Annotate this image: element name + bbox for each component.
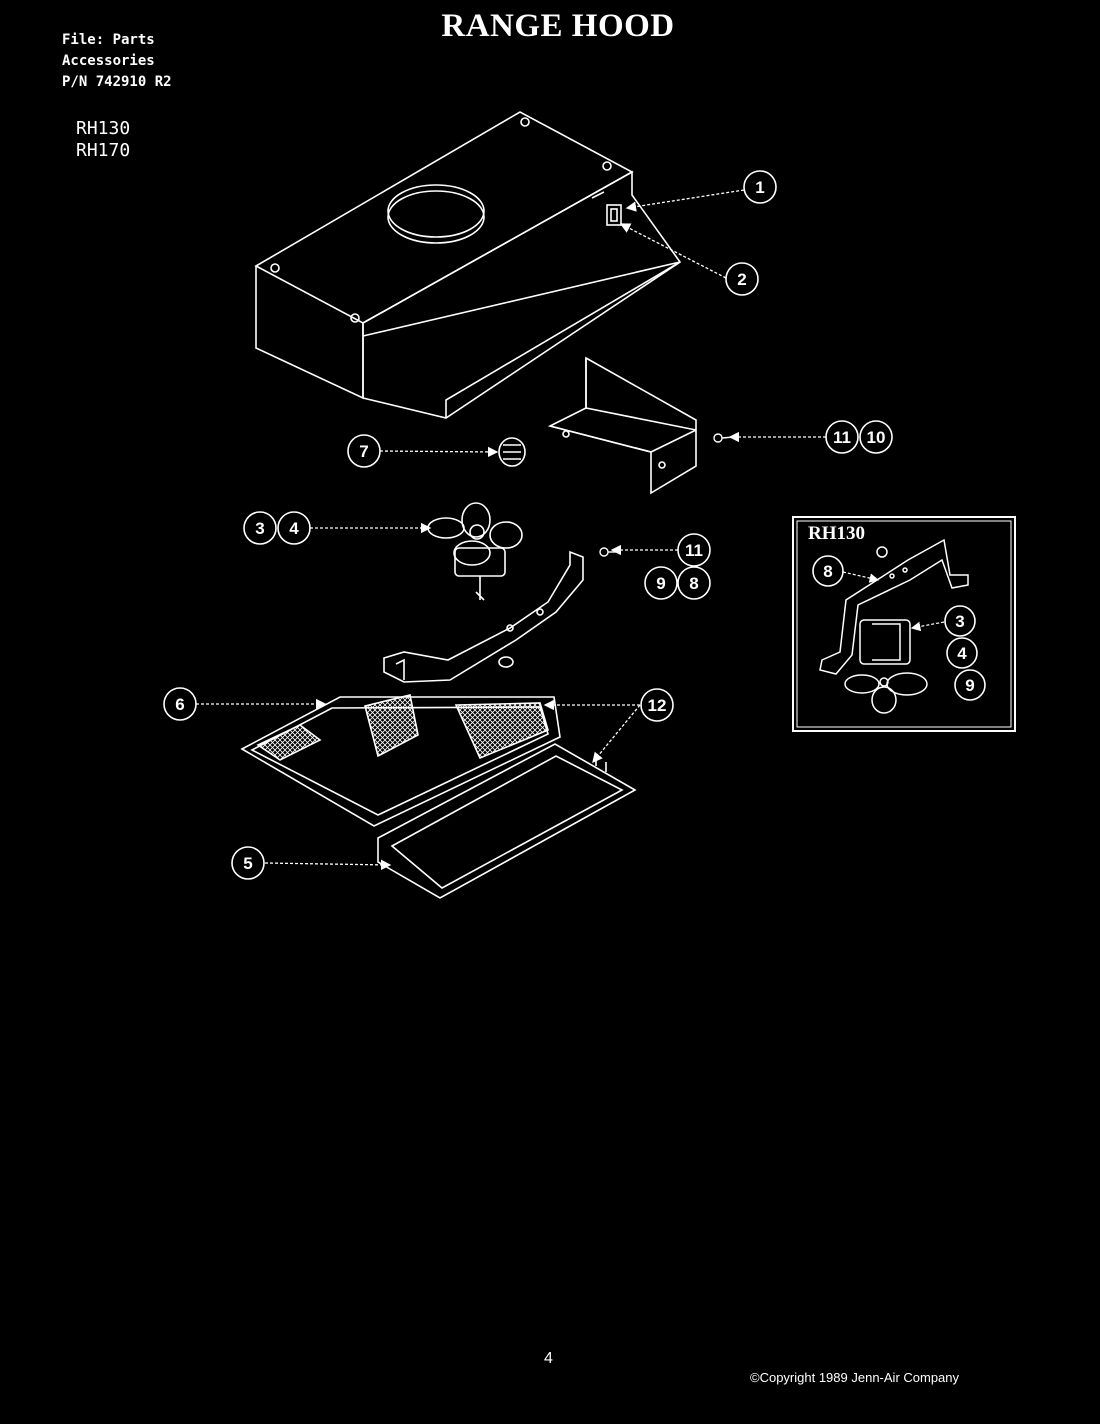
- callout-label: 12: [648, 696, 667, 715]
- callout-circles: [163, 170, 893, 880]
- page-number: 4: [544, 1350, 553, 1367]
- screw-part: [599, 547, 618, 557]
- inset-leaders: [842, 571, 945, 632]
- motor-bracket: [383, 550, 584, 683]
- grease-filter: [240, 694, 561, 827]
- callout-label: 6: [175, 695, 184, 714]
- callout-label: 9: [656, 574, 665, 593]
- page-title: RANGE HOOD: [441, 8, 675, 44]
- copyright-notice: ©Copyright 1989 Jenn-Air Company: [750, 1370, 960, 1385]
- callout-label: 5: [243, 854, 252, 873]
- callout-label: 3: [955, 612, 964, 631]
- callout-label: 8: [689, 574, 698, 593]
- callout-label: 1: [755, 178, 764, 197]
- inset-title: RH130: [808, 523, 865, 544]
- inset-rh130: [792, 516, 1016, 732]
- callout-label: 3: [255, 519, 264, 538]
- callout-label: 11: [833, 428, 851, 447]
- model-number: RH170: [76, 140, 131, 161]
- knob-part: [498, 437, 526, 467]
- range-hood-body: [254, 111, 682, 419]
- callout-label: 4: [289, 519, 299, 538]
- file-info-line: Accessories: [62, 53, 155, 69]
- cover-panel: [377, 743, 637, 899]
- callout-label: 2: [737, 270, 746, 289]
- fan-motor-assembly: [427, 502, 523, 601]
- file-info: File: Parts Accessories P/N 742910 R2: [62, 30, 172, 93]
- model-list: RH130 RH170: [76, 118, 130, 162]
- part-number: P/N 742910 R2: [62, 74, 172, 90]
- screw-part: [713, 433, 735, 443]
- callout-label: 8: [823, 562, 832, 581]
- callout-label: 7: [359, 442, 368, 461]
- damper-bracket: [547, 356, 697, 495]
- callout-label: 11: [685, 541, 703, 560]
- callout-label: 9: [965, 676, 974, 695]
- model-number: RH130: [76, 118, 131, 139]
- inset-callout-circles: [812, 555, 986, 701]
- leader-lines: [196, 189, 826, 871]
- callout-label: 4: [957, 644, 967, 663]
- callout-label: 10: [867, 428, 886, 447]
- file-info-line: File: Parts: [62, 32, 155, 48]
